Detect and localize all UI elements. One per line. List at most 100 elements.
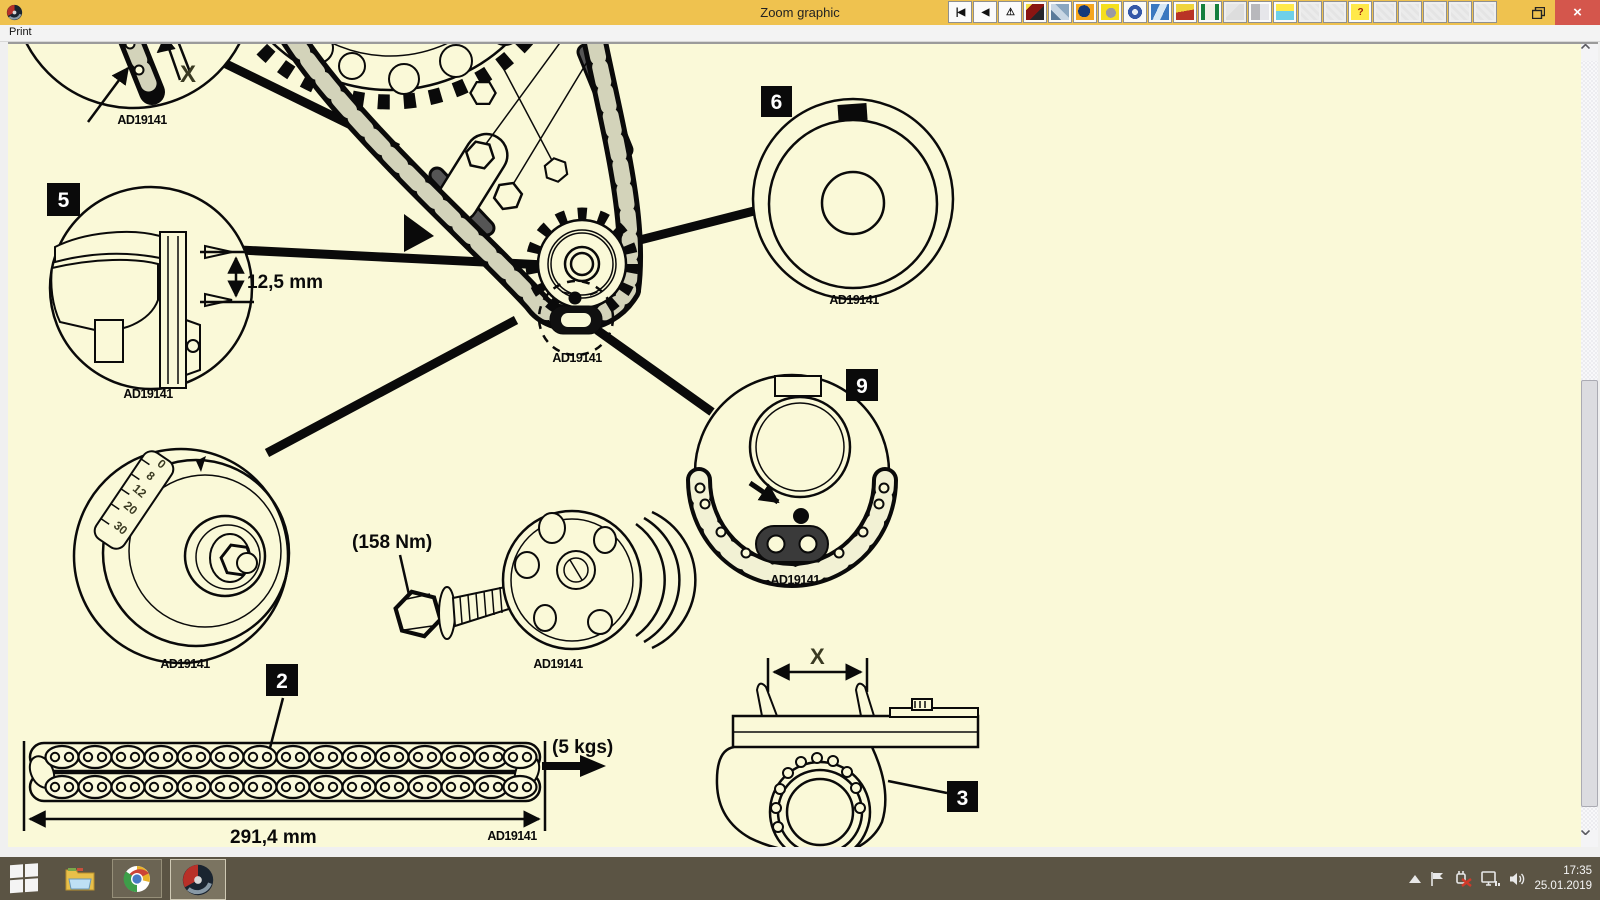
action-center-flag-icon[interactable] [1430,871,1445,887]
volume-icon[interactable] [1509,871,1525,887]
toolbar: |◀◀⚠? [948,1,1497,24]
hand-icon [1326,4,1344,20]
zoom-graphic-canvas[interactable]: AD19141 X AD19141 12,5 mm 5 AD19141 [8,42,1598,847]
chain-length-label: 291,4 mm [230,827,317,847]
workshop-app-icon [182,864,214,895]
callout-number-2: 2 [276,670,288,693]
ball-icon [1401,4,1419,20]
tools-button[interactable] [1048,1,1072,23]
crank-sprocket-marked-link: AD19141 [525,207,639,365]
chevron-down-icon [1581,830,1590,835]
wheel-button[interactable] [1123,1,1147,23]
chrome-taskbar-button[interactable] [112,859,162,898]
chevron-up-icon [1581,44,1590,49]
guide-protrusion-measurement: 12,5 mm [247,272,323,293]
callout-6-pulley-mark: 6 AD19141 [751,86,955,307]
power-plug-icon[interactable] [1454,870,1473,887]
key-icon [1251,4,1269,20]
taskbar-clock[interactable]: 17:35 25.01.2019 [1534,864,1592,893]
figure-caption: AD19141 [552,351,602,365]
ball-button[interactable] [1398,1,1422,23]
swirl-icon [1376,4,1394,20]
scrollbar-thumb[interactable] [1581,380,1598,807]
bug-icon [1451,4,1469,20]
figure-caption: AD19141 [770,573,820,587]
globe-icon [1076,4,1094,20]
restore-window-button[interactable] [1526,2,1550,23]
hidden-icons-chevron[interactable] [1409,874,1422,883]
damper-bolt-and-pulley: (158 Nm) AD19141 [352,509,697,671]
callout-9-sprocket-timing-mark: 9 AD19141 [686,369,898,588]
help-car-button[interactable]: ? [1348,1,1372,23]
mouse-button[interactable] [1098,1,1122,23]
frame-icon [1476,4,1494,20]
chain-length-check: 2 (5 kgs) 291,4 mm AD19141 [22,664,613,847]
figure-caption: AD19141 [829,293,879,307]
road-icon [1176,4,1194,20]
taskbar: 17:35 25.01.2019 [0,857,1600,900]
restore-icon [1531,6,1545,19]
oval-icon [1301,4,1319,20]
callout-number-9: 9 [856,375,868,398]
dashboard-icon [1026,4,1044,20]
mouse-icon [1101,4,1119,20]
figure-caption: AD19141 [117,113,167,127]
wheel-icon [1126,4,1144,20]
menu-bar: Print [0,25,1600,42]
triangle-icon [1426,4,1444,20]
window-title: Zoom graphic [760,5,840,20]
frame-button[interactable] [1473,1,1497,23]
callout-number-3: 3 [957,787,969,810]
map-icon [1151,4,1169,20]
close-button[interactable]: × [1555,0,1600,25]
clock-date: 25.01.2019 [1534,879,1592,892]
scroll-down-button[interactable] [1581,830,1598,847]
callout-number-6: 6 [771,91,783,114]
clock-time: 17:35 [1563,865,1592,878]
title-bar: Zoom graphic |◀◀⚠? × [0,0,1600,25]
timing-chain-diagram: AD19141 X AD19141 12,5 mm 5 AD19141 [22,44,980,847]
app-icon [6,4,23,21]
start-button[interactable] [10,863,44,894]
file-explorer-icon [65,867,95,890]
callout-number-5: 5 [58,189,70,212]
road-button[interactable] [1173,1,1197,23]
chrome-icon [123,865,150,892]
car-data-button[interactable] [1273,1,1297,23]
close-icon: × [1573,4,1582,21]
hand-button[interactable] [1323,1,1347,23]
vertical-scrollbar[interactable] [1581,44,1598,847]
figure-caption: AD19141 [533,657,583,671]
network-icon[interactable] [1481,870,1501,887]
workshop-app-taskbar-button[interactable] [170,859,226,900]
lift-button[interactable] [1198,1,1222,23]
x-dimension-label: X [180,61,196,88]
windows-logo-icon [10,864,23,879]
triangle-button[interactable] [1423,1,1447,23]
figure-caption: AD19141 [123,387,173,401]
bolt-torque-label: (158 Nm) [352,532,432,553]
swirl-button[interactable] [1373,1,1397,23]
car-gray-button[interactable] [1223,1,1247,23]
warning-button[interactable]: ⚠ [998,1,1022,23]
system-tray: 17:35 25.01.2019 [1409,857,1592,900]
map-button[interactable] [1148,1,1172,23]
callout-3-chain-width-caliper: X 3 [715,644,980,847]
key-button[interactable] [1248,1,1272,23]
chain-pull-label: (5 kgs) [552,737,613,758]
tools-icon [1051,4,1069,20]
chain-wear-x-detail: X AD19141 [25,44,241,127]
dashboard-button[interactable] [1023,1,1047,23]
bug-button[interactable] [1448,1,1472,23]
crank-damper-degree-scale: 30 20 12 8 0 AD19141 [72,447,291,671]
help-car-icon [1351,4,1369,20]
menu-print[interactable]: Print [9,26,32,38]
direction-triangle [404,214,434,252]
car-gray-icon [1226,4,1244,20]
nav-back-button[interactable]: ◀ [973,1,997,23]
globe-button[interactable] [1073,1,1097,23]
file-explorer-button[interactable] [60,859,100,898]
scroll-up-button[interactable] [1581,44,1598,61]
nav-first-button[interactable]: |◀ [948,1,972,23]
oval-button[interactable] [1298,1,1322,23]
